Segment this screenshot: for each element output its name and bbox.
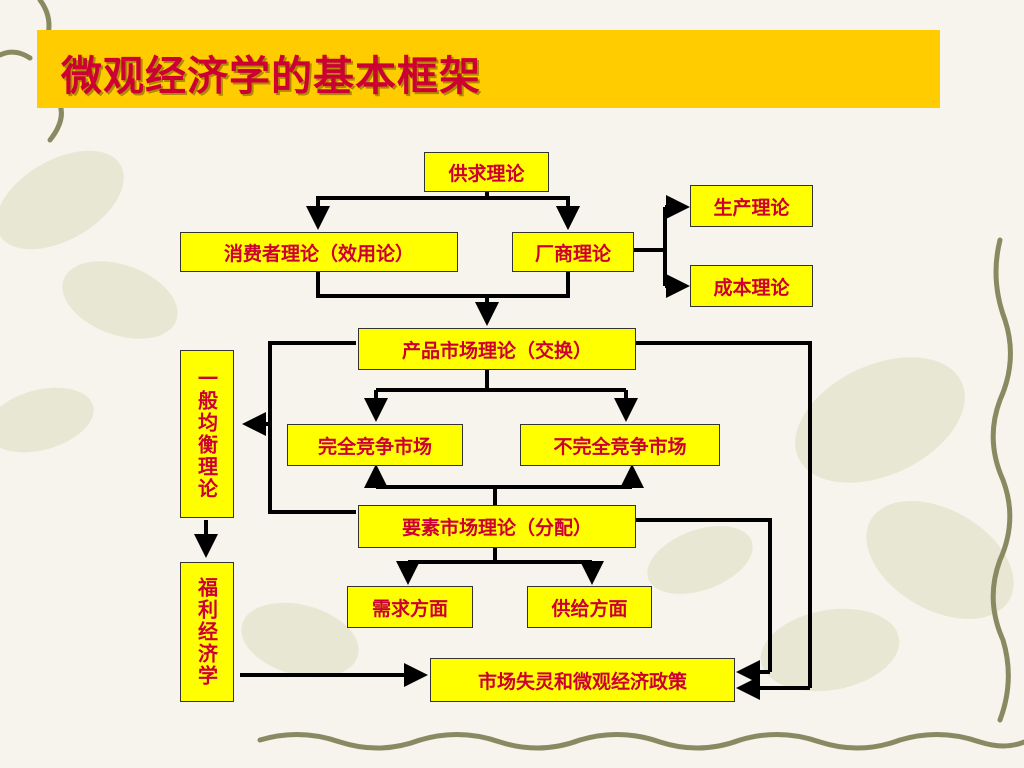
node-welfare-economics: 福利经济学	[180, 562, 234, 702]
node-cost-theory: 成本理论	[690, 265, 813, 307]
node-supply-demand-theory: 供求理论	[424, 152, 549, 192]
node-production-theory: 生产理论	[690, 185, 813, 227]
title-bar: 微观经济学的基本框架	[37, 30, 940, 108]
node-market-failure-policy: 市场失灵和微观经济政策	[430, 658, 735, 702]
node-firm-theory: 厂商理论	[512, 232, 634, 272]
node-perfect-competition: 完全竞争市场	[287, 424, 463, 466]
node-consumer-theory: 消费者理论（效用论）	[180, 232, 458, 272]
node-demand-side: 需求方面	[347, 586, 473, 628]
node-imperfect-competition: 不完全竞争市场	[520, 424, 720, 466]
node-factor-market-theory: 要素市场理论（分配）	[358, 505, 636, 548]
node-product-market-theory: 产品市场理论（交换）	[358, 328, 636, 370]
node-supply-side: 供给方面	[527, 586, 652, 628]
page-title: 微观经济学的基本框架	[61, 52, 481, 100]
node-general-equilibrium-theory: 一般均衡理论	[180, 350, 234, 518]
